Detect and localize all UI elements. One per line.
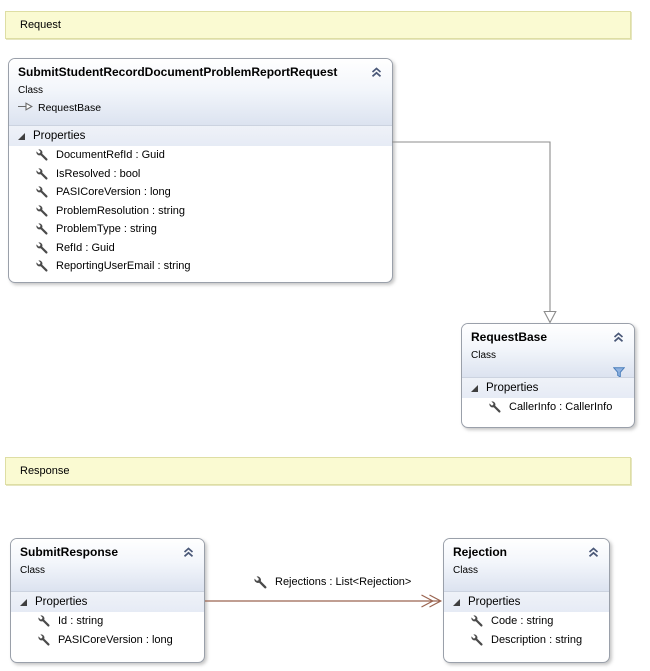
property-wrench-icon: [36, 223, 48, 235]
collapse-chevron-icon[interactable]: [182, 545, 195, 563]
property-row[interactable]: PASICoreVersion : long: [11, 631, 204, 650]
property-label: PASICoreVersion : long: [58, 633, 173, 646]
inheritance-connector[interactable]: [392, 141, 557, 324]
property-label: DocumentRefId : Guid: [56, 149, 165, 162]
property-row[interactable]: RefId : Guid: [9, 239, 392, 258]
inherits-label: RequestBase: [38, 102, 102, 114]
class-header: SubmitResponse Class: [11, 539, 204, 591]
properties-section-header[interactable]: Properties: [462, 377, 634, 398]
property-wrench-icon: [36, 186, 48, 198]
property-label: ProblemResolution : string: [56, 204, 186, 217]
property-row[interactable]: PASICoreVersion : long: [9, 183, 392, 202]
class-box-submit-response[interactable]: SubmitResponse Class Properties Id : str…: [10, 538, 205, 663]
class-box-request-base[interactable]: RequestBase Class Properties CallerInfo …: [461, 323, 635, 428]
property-row[interactable]: DocumentRefId : Guid: [9, 146, 392, 165]
property-row[interactable]: Id : string: [11, 612, 204, 631]
comment-banner-request[interactable]: Request: [5, 11, 631, 39]
expander-triangle-icon: [18, 132, 25, 140]
association-label-text: Rejections : List<Rejection>: [275, 576, 412, 588]
class-box-submit-student-record-document-problem-report-request[interactable]: SubmitStudentRecordDocumentProblemReport…: [8, 58, 393, 283]
property-wrench-icon: [36, 149, 48, 161]
comment-banner-response[interactable]: Response: [5, 457, 631, 485]
expander-triangle-icon: [471, 384, 478, 392]
property-wrench-icon: [38, 634, 50, 646]
property-row[interactable]: IsResolved : bool: [9, 165, 392, 184]
property-label: Id : string: [58, 615, 104, 628]
expander-triangle-icon: [453, 598, 460, 606]
property-wrench-icon: [471, 634, 483, 646]
properties-section-header[interactable]: Properties: [11, 591, 204, 612]
association-arrowhead: [421, 594, 435, 608]
banner-label: Response: [20, 465, 70, 477]
property-row[interactable]: Description : string: [444, 631, 609, 650]
property-label: Description : string: [491, 633, 583, 646]
collapse-chevron-icon[interactable]: [612, 330, 625, 348]
property-row[interactable]: ReportingUserEmail : string: [9, 257, 392, 276]
class-header: SubmitStudentRecordDocumentProblemReport…: [9, 59, 392, 125]
property-wrench-icon: [254, 575, 267, 589]
property-wrench-icon: [36, 168, 48, 180]
property-wrench-icon: [36, 205, 48, 217]
class-title: SubmitStudentRecordDocumentProblemReport…: [18, 65, 338, 79]
banner-label: Request: [20, 19, 61, 31]
property-label: CallerInfo : CallerInfo: [509, 401, 613, 414]
property-row[interactable]: ProblemResolution : string: [9, 202, 392, 221]
class-header: RequestBase Class: [462, 324, 634, 378]
class-stereotype: Class: [453, 565, 479, 576]
section-label: Properties: [486, 382, 539, 394]
class-title: RequestBase: [471, 330, 548, 344]
association-connector[interactable]: [205, 594, 443, 608]
property-wrench-icon: [471, 615, 483, 627]
collapse-chevron-icon[interactable]: [370, 65, 383, 83]
class-title: SubmitResponse: [20, 545, 119, 559]
association-label[interactable]: Rejections : List<Rejection>: [254, 574, 411, 590]
property-row[interactable]: ProblemType : string: [9, 220, 392, 239]
property-label: PASICoreVersion : long: [56, 186, 171, 199]
class-box-rejection[interactable]: Rejection Class Properties Code : string…: [443, 538, 610, 663]
property-wrench-icon: [489, 401, 501, 413]
association-arrowhead: [429, 594, 443, 608]
property-wrench-icon: [36, 242, 48, 254]
property-label: ProblemType : string: [56, 223, 157, 236]
section-label: Properties: [35, 596, 88, 608]
property-wrench-icon: [38, 615, 50, 627]
inheritance-arrow-icon: [18, 102, 33, 114]
expander-triangle-icon: [20, 598, 27, 606]
class-stereotype: Class: [20, 565, 46, 576]
property-label: RefId : Guid: [56, 241, 115, 254]
property-label: ReportingUserEmail : string: [56, 260, 191, 273]
class-header: Rejection Class: [444, 539, 609, 591]
class-title: Rejection: [453, 545, 508, 559]
class-stereotype: Class: [471, 350, 497, 361]
property-row[interactable]: Code : string: [444, 612, 609, 631]
class-stereotype: Class: [18, 85, 44, 96]
property-row[interactable]: CallerInfo : CallerInfo: [462, 398, 634, 417]
property-wrench-icon: [36, 260, 48, 272]
section-label: Properties: [33, 130, 86, 142]
inheritance-hollow-arrowhead: [543, 310, 557, 324]
inherits-row: RequestBase: [18, 102, 383, 114]
properties-section-header[interactable]: Properties: [9, 125, 392, 146]
property-label: Code : string: [491, 615, 554, 628]
property-label: IsResolved : bool: [56, 167, 141, 180]
collapse-chevron-icon[interactable]: [587, 545, 600, 563]
section-label: Properties: [468, 596, 521, 608]
properties-section-header[interactable]: Properties: [444, 591, 609, 612]
